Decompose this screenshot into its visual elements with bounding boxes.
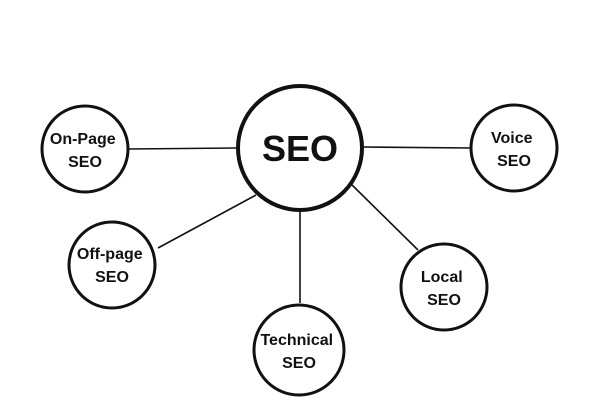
node-circle — [399, 242, 489, 332]
node-label: Off-page SEO — [77, 246, 147, 286]
node-label-line2: SEO — [95, 269, 129, 286]
node-label-line2: SEO — [497, 153, 531, 170]
connector-off-page — [157, 194, 257, 249]
node-label-line2: SEO — [68, 154, 102, 171]
node-label-line1: On-Page — [50, 131, 116, 148]
connectors — [127, 146, 473, 303]
connector-voice — [362, 146, 473, 149]
node-label: Technical SEO — [260, 332, 337, 372]
node-circle — [67, 220, 157, 310]
connector-local — [349, 182, 419, 251]
node-technical: Technical SEO — [252, 303, 346, 397]
node-label-line1: Voice — [491, 130, 533, 147]
node-label-line1: Off-page — [77, 246, 143, 263]
node-off-page: Off-page SEO — [67, 220, 157, 310]
node-label: On-Page SEO — [50, 131, 120, 171]
node-label: Voice SEO — [491, 130, 537, 170]
hub-label: SEO — [262, 128, 338, 169]
hub-seo: SEO — [236, 84, 364, 212]
node-voice: Voice SEO — [469, 103, 559, 193]
node-label: Local SEO — [421, 269, 467, 309]
connector-on-page — [127, 147, 238, 150]
node-on-page: On-Page SEO — [40, 104, 130, 194]
node-label-line2: SEO — [282, 355, 316, 372]
node-label-line1: Local — [421, 269, 463, 286]
node-local: Local SEO — [399, 242, 489, 332]
node-label-line1: Technical — [260, 332, 333, 349]
node-circle — [40, 104, 130, 194]
node-circle — [252, 303, 346, 397]
hub-circle — [236, 84, 364, 212]
node-circle — [469, 103, 559, 193]
node-label-line2: SEO — [427, 292, 461, 309]
